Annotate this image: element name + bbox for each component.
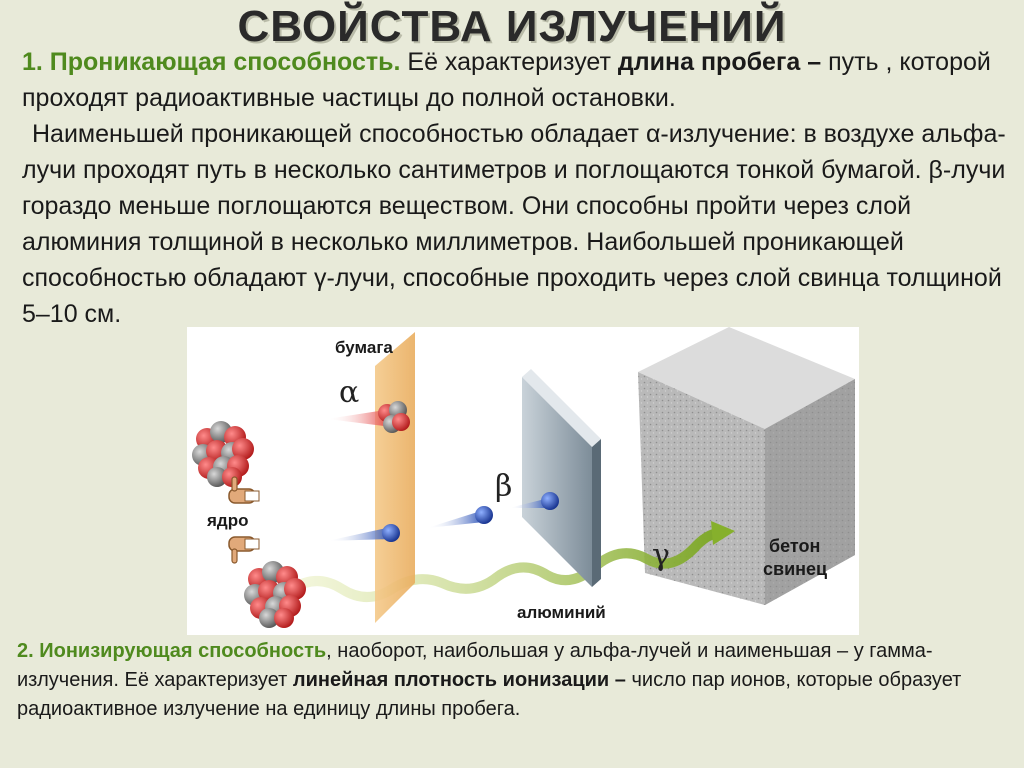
radiation-figure: бумага ядро алюминий бетон свинец α β γ — [187, 327, 859, 635]
pointing-hand-up-icon — [228, 476, 260, 504]
paragraph-ionizing: 2. Ионизирующая способность, наоборот, н… — [17, 637, 1007, 724]
alpha-trail — [327, 409, 392, 427]
radiation-diagram — [192, 327, 855, 628]
beta-symbol: β — [495, 469, 513, 504]
penetrating-text-2: путь , которой проходят радиоактивные ча… — [22, 48, 991, 112]
lead-label: свинец — [763, 559, 828, 579]
gamma-symbol: γ — [652, 538, 670, 573]
aluminum-plate — [522, 369, 601, 587]
beta-particle — [475, 506, 493, 524]
pointing-hand-down-icon — [228, 536, 260, 564]
penetrating-text-3: Наименьшей проникающей способностью обла… — [22, 120, 1006, 328]
nucleus-bottom — [244, 561, 306, 628]
paper-sheet — [375, 332, 415, 623]
ionizing-text-2: число пар ионов, которые образует радиоа… — [17, 669, 962, 720]
paper-label: бумага — [335, 338, 393, 357]
ionizing-heading: 2. Ионизирующая способность — [17, 640, 327, 662]
alpha-particle — [378, 401, 410, 433]
nucleus-label: ядро — [207, 511, 249, 530]
penetrating-heading: 1. Проникающая способность. — [22, 48, 401, 76]
range-term: длина пробега – — [617, 48, 822, 76]
nucleus-top — [192, 421, 254, 487]
concrete-label: бетон — [769, 536, 821, 556]
ionizing-text-1: , наоборот, наибольшая у альфа-лучей и н… — [17, 640, 933, 691]
lead-block — [638, 327, 855, 605]
beta-particle-stopped — [382, 524, 400, 542]
alpha-symbol: α — [339, 375, 360, 410]
aluminum-label: алюминий — [517, 603, 606, 622]
gamma-ray-wave — [287, 528, 722, 602]
page-title: СВОЙСТВА ИЗЛУЧЕНИЙ — [237, 2, 787, 51]
paragraph-penetrating: 1. Проникающая способность. Её характери… — [22, 44, 1007, 332]
ionization-density-term: линейная плотность ионизации – — [292, 669, 626, 691]
penetrating-text-1: Её характеризует — [400, 48, 618, 76]
